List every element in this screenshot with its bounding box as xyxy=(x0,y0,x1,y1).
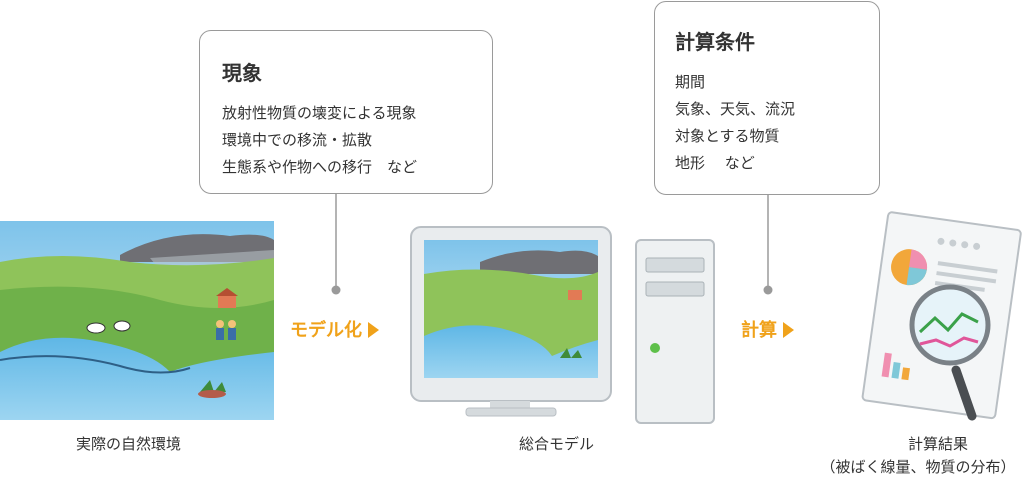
phenomena-callout: 現象 放射性物質の壊変による現象 環境中での移流・拡散 生態系や作物への移行 な… xyxy=(199,30,493,194)
phenomena-connector-dot xyxy=(331,285,341,295)
compute-arrow-label: 計算 xyxy=(741,320,777,341)
environment-scene xyxy=(0,221,274,420)
conditions-line: 対象とする物質 xyxy=(675,127,780,145)
result-caption: 計算結果 （被ばく線量、物質の分布） xyxy=(820,433,1018,477)
environment-caption: 実際の自然環境 xyxy=(76,435,182,453)
phenomena-line: 生態系や作物への移行 など xyxy=(222,158,418,176)
result-caption-detail: （被ばく線量、物質の分布） xyxy=(820,458,1016,476)
modeling-arrow: モデル化 xyxy=(290,316,379,342)
pc-tower-icon xyxy=(635,239,715,424)
phenomena-line: 環境中での移流・拡散 xyxy=(222,131,373,149)
model-caption: 総合モデル xyxy=(519,435,595,453)
phenomena-title: 現象 xyxy=(222,61,262,85)
monitor-icon xyxy=(410,226,612,417)
phenomena-line: 放射性物質の壊変による現象 xyxy=(222,104,417,122)
conditions-title: 計算条件 xyxy=(675,30,755,54)
conditions-connector-dot xyxy=(763,285,773,295)
conditions-line: 期間 xyxy=(675,73,706,91)
conditions-line: 気象、天気、流況 xyxy=(675,100,796,118)
conditions-callout: 計算条件 期間 気象、天気、流況 対象とする物質 地形 など xyxy=(654,1,880,195)
magnifier-icon xyxy=(909,284,991,421)
result-caption-title: 計算結果 xyxy=(907,435,968,453)
compute-arrow: 計算 xyxy=(741,316,794,342)
arrow-right-icon xyxy=(368,322,379,338)
modeling-arrow-label: モデル化 xyxy=(290,320,362,341)
arrow-right-icon xyxy=(783,322,794,338)
conditions-line: 地形 など xyxy=(675,154,755,172)
